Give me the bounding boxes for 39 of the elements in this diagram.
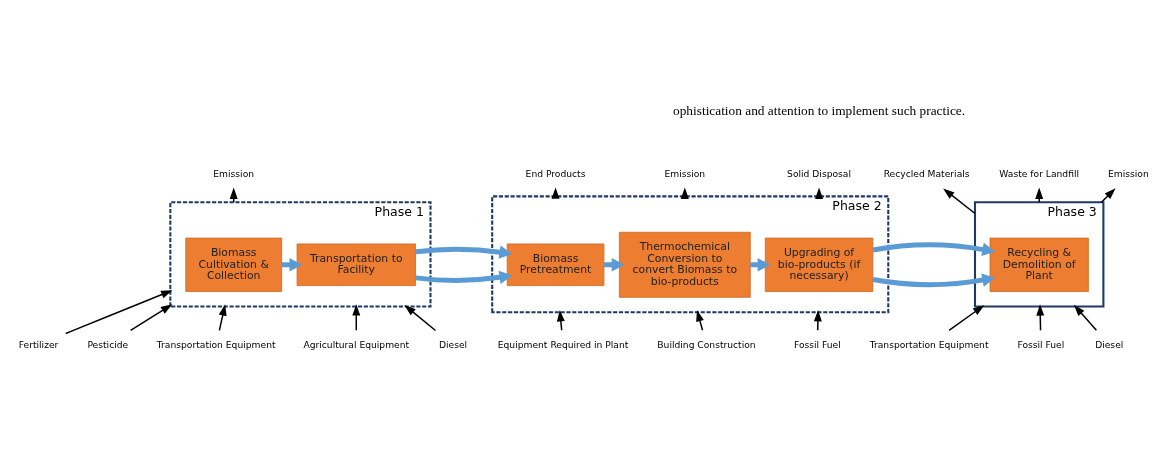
label: ophistication and attention to implement such practice. [673, 102, 966, 118]
arrow [943, 187, 976, 214]
arrow [696, 309, 704, 331]
arrow [129, 303, 173, 331]
node-text: Building Construction [657, 338, 756, 350]
node-text: End Products [525, 167, 586, 179]
node-text: Diesel [438, 338, 468, 350]
node-box: Transportation to Facility [296, 243, 416, 286]
arrow [1073, 304, 1098, 331]
arrow [415, 244, 513, 284]
arrow [218, 303, 227, 331]
node-box: Biomass Cultivation & Collection [185, 237, 283, 292]
node-text: Pesticide [87, 338, 129, 350]
node-box: Upgrading of bio-products (if necessary) [764, 237, 874, 292]
node-box: Recycling & Demolition of Plant [989, 237, 1089, 292]
arrow [65, 289, 173, 334]
node-text: Waste for Landfill [999, 167, 1080, 179]
node-text: Recycled Materials [883, 167, 970, 179]
node-text: Emission [664, 167, 706, 179]
node-box: Thermochemical Conversion to convert Biomass to bio-products [618, 231, 751, 298]
node-text: Emission [1108, 167, 1149, 179]
node-text: Solid Disposal [787, 167, 852, 179]
node-text: Transportation Equipment [156, 338, 276, 350]
arrow [948, 304, 985, 331]
node-text: Fertilizer [18, 338, 59, 350]
arrow [813, 309, 822, 331]
node-text: Agricultural Equipment [303, 338, 410, 350]
arrow [1035, 187, 1044, 203]
arrow [556, 309, 565, 331]
node-text: Fossil Fuel [1017, 338, 1065, 350]
arrow [872, 241, 996, 287]
node-box: Biomass Pretreatment [506, 243, 605, 286]
node-text: Emission [213, 167, 255, 179]
arrow [1100, 187, 1116, 203]
node-text: Diesel [1095, 338, 1124, 350]
node-text: Fossil Fuel [793, 338, 841, 350]
arrow [404, 304, 437, 331]
node-text: Transportation Equipment [869, 338, 989, 350]
node-text: Equipment Required in Plant [497, 338, 629, 350]
